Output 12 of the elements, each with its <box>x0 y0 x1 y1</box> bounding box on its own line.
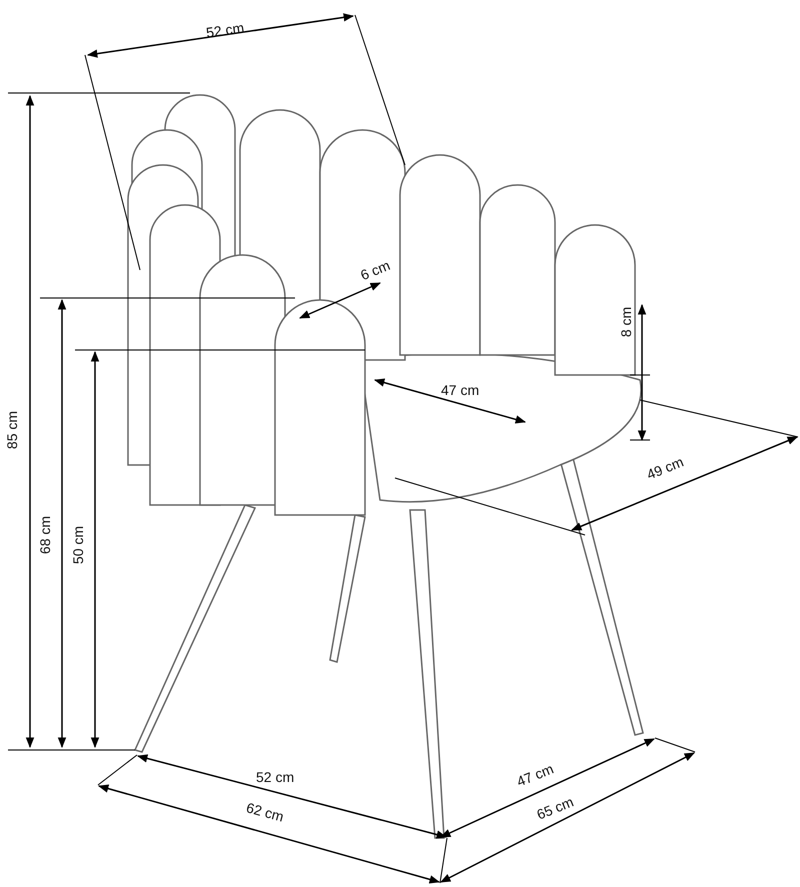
dimension-label: 47 cm <box>441 382 480 398</box>
dimension-label: 6 cm <box>358 256 392 284</box>
dimension-label: 52 cm <box>256 769 294 785</box>
dimension-label: 47 cm <box>514 760 556 790</box>
dimension-label: 68 cm <box>37 516 54 554</box>
dimension-label: 8 cm <box>618 306 634 338</box>
dimension-label: 49 cm <box>644 453 686 483</box>
dimension-label: 50 cm <box>70 526 86 564</box>
dimension-label: 62 cm <box>244 799 286 825</box>
dimension-label: 65 cm <box>534 793 576 823</box>
dimension-label: 52 cm <box>205 19 246 41</box>
dimension-label: 85 cm <box>4 410 20 450</box>
